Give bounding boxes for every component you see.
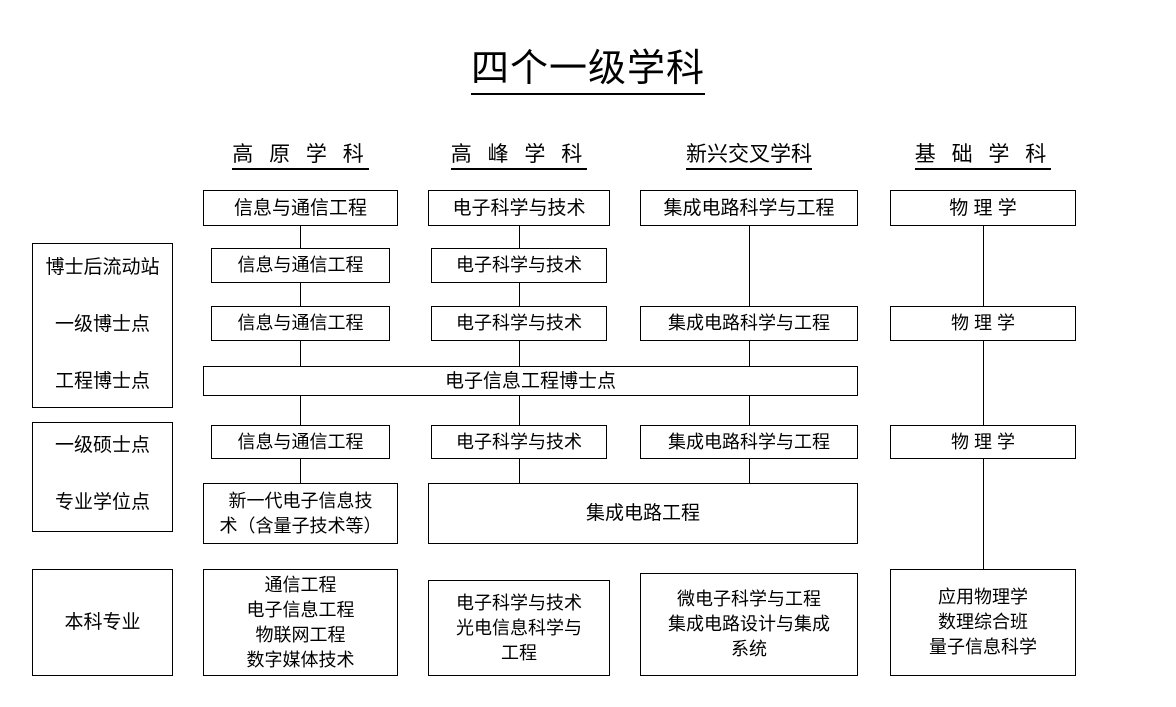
box-doctor-plateau: 信息与通信工程 <box>211 306 390 341</box>
box-undergrad-peak-line3: 工程 <box>501 642 537 663</box>
connector-c1-r3-r4 <box>300 341 301 366</box>
box-engineering-doctor-text: 电子信息工程博士点 <box>444 370 616 392</box>
column-header-plateau-text: 高 原 学 科 <box>232 143 369 170</box>
column-header-foundation: 基 础 学 科 <box>890 142 1076 170</box>
row-label-undergrad: 本科专业 <box>64 612 141 633</box>
box-doctor-emerging-text: 集成电路科学与工程 <box>668 313 830 333</box>
box-undergrad-foundation-line2: 数理综合班 <box>938 612 1028 632</box>
connector-c3-r3-r4 <box>749 341 750 366</box>
column-header-plateau: 高 原 学 科 <box>203 142 398 170</box>
box-undergrad-foundation: 应用物理学 数理综合班 量子信息科学 <box>890 569 1076 676</box>
connector-c2-r4-r5 <box>519 396 520 425</box>
box-engineering-doctor: 电子信息工程博士点 <box>203 366 858 396</box>
page-title-text: 四个一级学科 <box>470 48 705 95</box>
connector-c3-r4-r5 <box>749 396 750 425</box>
row-label-master-first: 一级硕士点 <box>54 435 150 456</box>
row-label-group-doctoral: 博士后流动站 一级博士点 工程博士点 <box>32 243 173 408</box>
box-top-emerging: 集成电路科学与工程 <box>640 190 858 226</box>
box-top-peak: 电子科学与技术 <box>428 190 610 226</box>
column-header-foundation-text: 基 础 学 科 <box>914 143 1052 170</box>
box-doctor-peak-text: 电子科学与技术 <box>456 313 582 333</box>
box-undergrad-plateau-line2: 电子信息工程 <box>246 599 355 620</box>
box-undergrad-peak-line2: 光电信息科学与 <box>456 617 582 638</box>
connector-c4-r3-r5 <box>983 341 984 425</box>
connector-c2-r2-r3 <box>519 283 520 307</box>
connector-c1-r5-r6 <box>300 459 301 483</box>
box-professional-plateau: 新一代电子信息技 术（含量子技术等） <box>203 483 398 544</box>
box-top-foundation-text: 物 理 学 <box>949 197 1017 219</box>
box-postdoc-plateau-text: 信息与通信工程 <box>237 255 364 275</box>
box-top-plateau-text: 信息与通信工程 <box>233 197 367 219</box>
box-undergrad-peak-line1: 电子科学与技术 <box>456 592 582 613</box>
row-label-engineering-doctor: 工程博士点 <box>54 371 150 392</box>
box-master-foundation-text: 物 理 学 <box>950 431 1015 452</box>
box-doctor-foundation: 物 理 学 <box>890 306 1076 341</box>
box-master-plateau: 信息与通信工程 <box>211 425 390 459</box>
box-undergrad-plateau-line4: 数字媒体技术 <box>246 649 355 670</box>
box-undergrad-plateau-line1: 通信工程 <box>264 574 337 595</box>
connector-c4-r5-r6 <box>983 459 984 569</box>
connector-c1-r2-r3 <box>300 283 301 307</box>
connector-c2-r3-r4 <box>519 341 520 366</box>
box-undergrad-emerging-line3: 系统 <box>731 639 767 659</box>
connector-c2-r1-r2 <box>519 225 520 249</box>
box-postdoc-peak: 电子科学与技术 <box>431 248 607 283</box>
connector-c1-r4-r5 <box>300 396 301 425</box>
box-undergrad-emerging-line2: 集成电路设计与集成 <box>668 614 830 634</box>
box-professional-plateau-line1: 新一代电子信息技 <box>228 490 373 511</box>
box-undergrad-foundation-line3: 量子信息科学 <box>929 637 1037 657</box>
box-doctor-foundation-text: 物 理 学 <box>950 313 1015 333</box>
connector-c2-r5-r6 <box>519 459 520 483</box>
box-top-peak-text: 电子科学与技术 <box>452 197 586 219</box>
box-undergrad-foundation-line1: 应用物理学 <box>938 587 1028 607</box>
box-master-emerging-text: 集成电路科学与工程 <box>668 431 830 452</box>
column-header-emerging: 新兴交叉学科 <box>640 142 858 170</box>
box-master-foundation: 物 理 学 <box>890 425 1076 459</box>
connector-c4-r1-r3 <box>983 225 984 307</box>
box-professional-integrated-circuit-text: 集成电路工程 <box>585 503 700 524</box>
column-header-peak: 高 峰 学 科 <box>428 142 610 170</box>
box-undergrad-emerging-line1: 微电子科学与工程 <box>677 589 821 609</box>
page-title: 四个一级学科 <box>0 46 1176 95</box>
box-undergrad-plateau-line3: 物联网工程 <box>255 624 346 645</box>
box-top-plateau: 信息与通信工程 <box>203 190 398 226</box>
row-label-doctor-first: 一级博士点 <box>54 314 150 335</box>
box-master-plateau-text: 信息与通信工程 <box>237 431 364 452</box>
row-label-group-master: 一级硕士点 专业学位点 <box>32 422 173 532</box>
box-professional-plateau-line2: 术（含量子技术等） <box>219 515 382 536</box>
box-doctor-peak: 电子科学与技术 <box>431 306 607 341</box>
column-header-emerging-text: 新兴交叉学科 <box>686 143 812 170</box>
box-postdoc-peak-text: 电子科学与技术 <box>456 255 582 275</box>
box-undergrad-emerging: 微电子科学与工程 集成电路设计与集成 系统 <box>640 573 858 676</box>
row-label-group-undergrad: 本科专业 <box>32 569 173 676</box>
box-doctor-plateau-text: 信息与通信工程 <box>237 313 364 333</box>
box-postdoc-plateau: 信息与通信工程 <box>211 248 390 283</box>
box-master-peak-text: 电子科学与技术 <box>456 431 582 452</box>
column-header-peak-text: 高 峰 学 科 <box>450 143 588 170</box>
row-label-postdoc: 博士后流动站 <box>45 257 160 278</box>
box-master-peak: 电子科学与技术 <box>431 425 607 459</box>
box-top-foundation: 物 理 学 <box>890 190 1076 226</box>
box-undergrad-plateau: 通信工程 电子信息工程 物联网工程 数字媒体技术 <box>203 569 398 676</box>
connector-c3-r5-r6 <box>749 459 750 483</box>
box-doctor-emerging: 集成电路科学与工程 <box>640 306 858 341</box>
box-master-emerging: 集成电路科学与工程 <box>640 425 858 459</box>
connector-c3-r1-r3 <box>749 225 750 307</box>
connector-c1-r1-r2 <box>300 225 301 249</box>
box-undergrad-peak: 电子科学与技术 光电信息科学与 工程 <box>428 580 610 676</box>
box-professional-integrated-circuit: 集成电路工程 <box>428 483 858 544</box>
row-label-professional-degree: 专业学位点 <box>54 492 150 513</box>
box-top-emerging-text: 集成电路科学与工程 <box>663 197 835 219</box>
